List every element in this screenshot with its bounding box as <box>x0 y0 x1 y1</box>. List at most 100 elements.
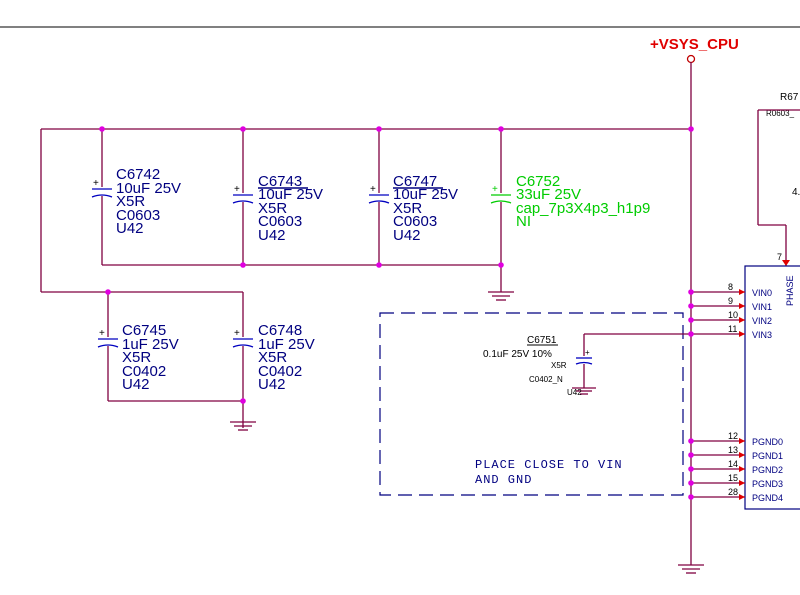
svg-text:1uF 25V: 1uF 25V <box>122 336 179 353</box>
svg-text:C6751: C6751 <box>527 335 557 346</box>
capacitor-c6751: + C6751 0.1uF 25V 10% X5R C0402_N U42 <box>483 333 691 397</box>
junction <box>688 466 694 472</box>
capacitor-c6743: + C6743 10uF 25V X5R C0603 U42 <box>232 129 323 265</box>
svg-text:C6742: C6742 <box>116 166 160 183</box>
svg-text:C0603: C0603 <box>116 207 160 224</box>
pin-name: PGND3 <box>752 479 783 489</box>
pin-number: 14 <box>728 459 738 469</box>
svg-text:+: + <box>93 178 99 189</box>
svg-text:X5R: X5R <box>551 361 567 370</box>
svg-text:NI: NI <box>516 213 531 230</box>
pin-number: 15 <box>728 473 738 483</box>
svg-text:+: + <box>585 348 590 357</box>
svg-text:X5R: X5R <box>122 349 151 366</box>
svg-text:U42: U42 <box>393 227 421 244</box>
svg-text:C0402: C0402 <box>258 363 302 380</box>
svg-text:U42: U42 <box>567 388 582 397</box>
svg-text:C6743: C6743 <box>258 173 302 190</box>
ic-phase-pin-num: 7 <box>777 252 782 262</box>
svg-text:C0603: C0603 <box>393 213 437 230</box>
svg-text:+: + <box>370 184 376 195</box>
pin-number: 11 <box>728 324 737 334</box>
net-label-vsys-cpu: +VSYS_CPU <box>650 36 739 53</box>
svg-text:C0402_N: C0402_N <box>529 375 563 384</box>
ic-phase-label: PHASE <box>785 275 795 306</box>
junction <box>376 262 382 268</box>
svg-text:33uF 25V: 33uF 25V <box>516 186 581 203</box>
junction <box>688 317 694 323</box>
junction <box>240 262 246 268</box>
svg-text:10uF 25V: 10uF 25V <box>393 186 458 203</box>
capacitor-c6748: + C6748 1uF 25V X5R C0402 U42 <box>232 292 315 428</box>
svg-text:10uF 25V: 10uF 25V <box>258 186 323 203</box>
junction <box>688 494 694 500</box>
junction <box>105 289 111 295</box>
svg-text:4.: 4. <box>792 187 800 198</box>
svg-text:R0603_: R0603_ <box>766 109 795 118</box>
power-port <box>686 54 696 64</box>
junction <box>376 126 382 132</box>
pin-name: VIN2 <box>752 316 772 326</box>
junction <box>240 126 246 132</box>
svg-text:U42: U42 <box>258 376 286 393</box>
ground-symbol <box>230 421 256 431</box>
junction <box>688 438 694 444</box>
svg-text:X5R: X5R <box>258 200 287 217</box>
pin-name: PGND2 <box>752 465 783 475</box>
pin-number: 8 <box>728 282 733 292</box>
junction <box>99 126 105 132</box>
svg-text:U42: U42 <box>116 220 144 237</box>
pin-name: PGND0 <box>752 437 783 447</box>
svg-text:C6745: C6745 <box>122 322 166 339</box>
pin-number: 13 <box>728 445 738 455</box>
pin-name: PGND1 <box>752 451 783 461</box>
capacitor-c6747: + C6747 10uF 25V X5R C0603 U42 <box>368 129 458 265</box>
pin-number: 28 <box>728 487 738 497</box>
junction <box>688 126 694 132</box>
svg-text:C6747: C6747 <box>393 173 437 190</box>
ic-u42: PHASE 7 <box>744 252 800 510</box>
junction <box>240 398 246 404</box>
svg-text:1uF 25V: 1uF 25V <box>258 336 315 353</box>
pin-number: 10 <box>728 310 738 320</box>
ic-pins: 8VIN09VIN110VIN211VIN312PGND013PGND114PG… <box>688 282 783 503</box>
svg-text:+: + <box>99 328 105 339</box>
svg-text:X5R: X5R <box>116 193 145 210</box>
junction <box>688 480 694 486</box>
pin-name: VIN3 <box>752 330 772 340</box>
svg-text:0.1uF 25V 10%: 0.1uF 25V 10% <box>483 349 552 360</box>
junction <box>498 126 504 132</box>
pin-number: 9 <box>728 296 733 306</box>
svg-text:U42: U42 <box>122 376 150 393</box>
capacitor-c6752: + C6752 33uF 25V cap_7p3X4p3_h1p9 NI <box>490 129 650 265</box>
junction <box>688 331 694 337</box>
pin-name: PGND4 <box>752 493 783 503</box>
svg-text:U42: U42 <box>258 227 286 244</box>
placement-note-line1: PLACE CLOSE TO VIN <box>475 458 623 472</box>
placement-note-line2: AND GND <box>475 473 532 487</box>
junction <box>688 452 694 458</box>
svg-text:+: + <box>234 328 240 339</box>
svg-text:+: + <box>492 184 498 195</box>
svg-text:R67: R67 <box>780 92 799 103</box>
svg-text:+: + <box>234 184 240 195</box>
junction <box>688 303 694 309</box>
svg-text:10uF 25V: 10uF 25V <box>116 180 181 197</box>
pin-number: 12 <box>728 431 738 441</box>
capacitor-c6745: + C6745 1uF 25V X5R C0402 U42 <box>97 292 179 401</box>
pin-name: VIN1 <box>752 302 772 312</box>
svg-text:X5R: X5R <box>393 200 422 217</box>
svg-text:C0603: C0603 <box>258 213 302 230</box>
svg-text:C6748: C6748 <box>258 322 302 339</box>
resistor-r67: R67 R0603_ 4. <box>757 92 800 266</box>
